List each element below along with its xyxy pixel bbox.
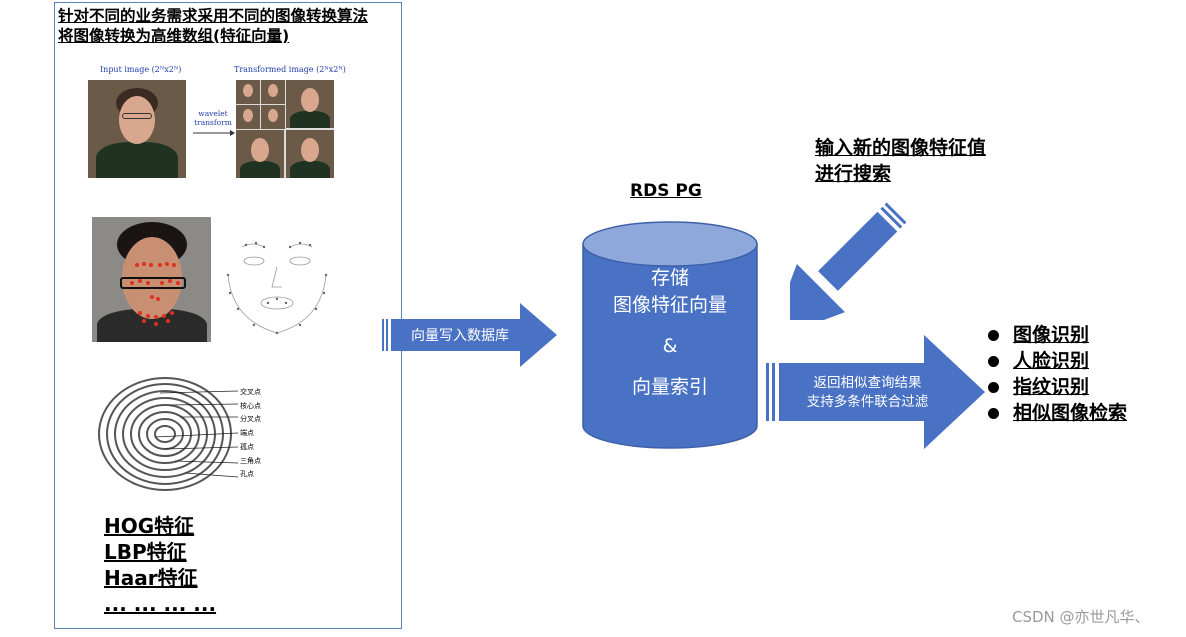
database-description: 存储 图像特征向量 & 向量索引: [583, 265, 757, 401]
search-arrow-icon: [790, 202, 907, 320]
fingerprint-label: 三角点: [240, 456, 261, 465]
feature-item-lbp: LBP特征: [104, 540, 187, 564]
search-note-line-1: 输入新的图像特征值: [815, 137, 987, 159]
fingerprint-icon: [98, 377, 232, 491]
fingerprint-labels: 交叉点 核心点 分叉点 端点 孤点 三角点 孔点: [240, 386, 261, 482]
bullet-icon: [988, 355, 999, 367]
return-label-line-2: 支持多条件联合过滤: [806, 394, 929, 410]
transformed-image-mosaic: [236, 80, 334, 178]
fingerprint-label: 孔点: [240, 470, 254, 479]
wavelet-transform-label: wavelet transform: [193, 109, 233, 127]
watermark: CSDN @亦世凡华、: [1012, 608, 1150, 626]
write-arrow-label: 向量写入数据库: [411, 328, 509, 344]
database-line: [583, 319, 757, 333]
fingerprint-pointer-lines-icon: [154, 390, 239, 478]
return-arrow-label: 返回相似查询结果 支持多条件联合过滤: [785, 374, 950, 412]
landmark-dots-icon: [130, 262, 180, 326]
fingerprint-label: 分叉点: [240, 415, 261, 424]
search-note-line-2: 进行搜索: [815, 163, 892, 185]
face-landmark-photo: [92, 217, 211, 342]
left-title-line-1: 针对不同的业务需求采用不同的图像转换算法: [58, 7, 369, 25]
fingerprint-label: 核心点: [240, 401, 261, 410]
return-label-line-1: 返回相似查询结果: [813, 375, 922, 391]
application-item-fingerprint-recognition: 指纹识别: [988, 374, 1127, 400]
landmark-points-diagram-icon: [226, 241, 328, 335]
application-label: 图像识别: [1013, 324, 1090, 346]
feature-item-haar: Haar特征: [104, 566, 198, 590]
bullet-icon: [988, 329, 999, 341]
fingerprint-label: 交叉点: [240, 388, 261, 396]
database-line: 存储: [650, 267, 689, 289]
application-label: 人脸识别: [1013, 350, 1090, 372]
wavelet-output-label: Transformed image (2ᴺx2ᴺ): [234, 65, 346, 74]
application-item-similar-image-search: 相似图像检索: [988, 400, 1127, 426]
database-title: RDS PG: [630, 181, 702, 201]
application-list: 图像识别 人脸识别 指纹识别 相似图像检索: [988, 322, 1127, 426]
bullet-icon: [988, 381, 999, 393]
application-item-image-recognition: 图像识别: [988, 322, 1127, 348]
fingerprint-label: 孤点: [240, 442, 254, 451]
application-label: 指纹识别: [1013, 376, 1090, 398]
left-panel: [54, 2, 402, 629]
database-line: 图像特征向量: [612, 294, 727, 316]
feature-item-ellipsis: ... ... ... ...: [104, 592, 217, 616]
wavelet-arrow-icon: [193, 130, 235, 136]
fingerprint-label: 端点: [240, 429, 254, 438]
bullet-icon: [988, 407, 999, 419]
feature-item-hog: HOG特征: [104, 514, 195, 538]
database-line: &: [662, 335, 678, 357]
return-arrow-icon: [766, 335, 985, 449]
database-line: [583, 360, 757, 374]
wavelet-arrow-label-1: wavelet: [198, 109, 228, 118]
input-portrait-image: [88, 80, 186, 178]
left-panel-title: 针对不同的业务需求采用不同的图像转换算法 将图像转换为高维数组(特征向量): [58, 6, 368, 46]
wavelet-arrow-label-2: transform: [194, 118, 232, 127]
feature-list: HOG特征 LBP特征 Haar特征 ... ... ... ...: [104, 513, 216, 617]
wavelet-figure: Input image (2ᴺx2ᴺ) Transformed image (2…: [88, 64, 348, 182]
database-cylinder-icon: [582, 221, 758, 449]
wavelet-input-label: Input image (2ᴺx2ᴺ): [100, 65, 182, 74]
application-item-face-recognition: 人脸识别: [988, 348, 1127, 374]
application-label: 相似图像检索: [1013, 402, 1128, 424]
search-input-note: 输入新的图像特征值 进行搜索: [815, 135, 986, 187]
write-arrow-icon: [382, 303, 557, 367]
left-title-line-2: 将图像转换为高维数组(特征向量): [58, 27, 290, 45]
database-line: 向量索引: [631, 376, 708, 398]
